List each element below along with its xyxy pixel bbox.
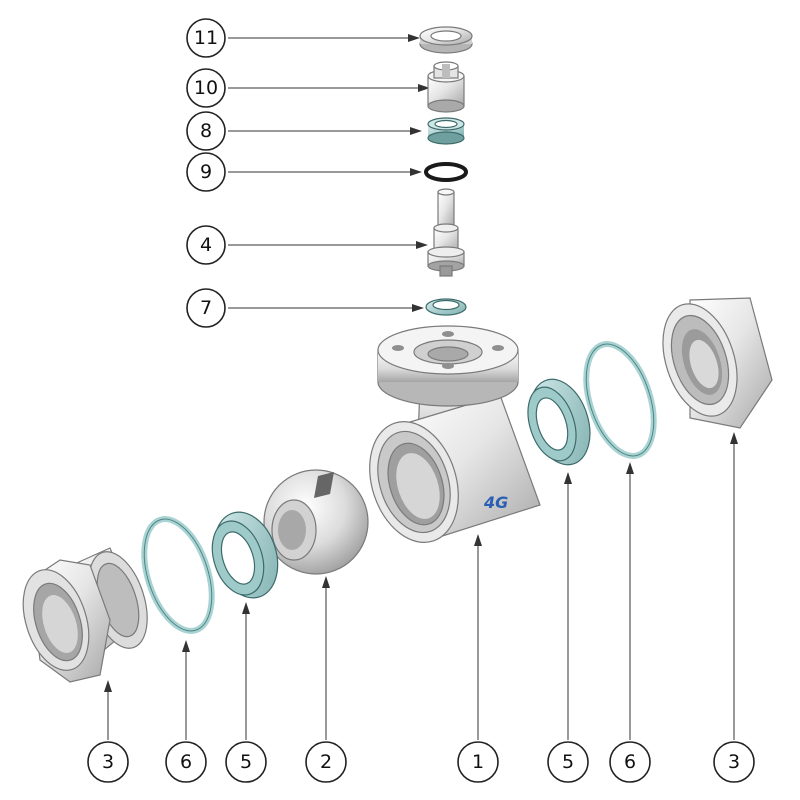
leader-lines-bottom bbox=[104, 432, 738, 740]
callout-1: 1 bbox=[457, 741, 499, 783]
svg-text:5: 5 bbox=[240, 751, 252, 773]
part-4-stem bbox=[427, 188, 465, 277]
svg-text:2: 2 bbox=[320, 751, 332, 773]
callout-3-left: 3 bbox=[87, 741, 129, 783]
callout-6-left: 6 bbox=[165, 741, 207, 783]
svg-text:9: 9 bbox=[200, 161, 212, 183]
part-6-gasket-left bbox=[141, 516, 215, 634]
part-5-seat-left bbox=[211, 511, 279, 599]
part-2-ball bbox=[263, 469, 369, 575]
callout-10: 10 bbox=[186, 68, 226, 108]
callout-6-right: 6 bbox=[609, 741, 651, 783]
part-11-stem-nut bbox=[419, 26, 473, 54]
part-3-end-connector-right bbox=[662, 297, 773, 429]
callout-8: 8 bbox=[186, 111, 226, 151]
svg-text:10: 10 bbox=[194, 77, 218, 99]
svg-text:3: 3 bbox=[102, 751, 114, 773]
callout-3-right: 3 bbox=[713, 741, 755, 783]
leader-lines-top bbox=[228, 34, 430, 312]
part-5-seat-right bbox=[527, 378, 591, 466]
svg-text:3: 3 bbox=[728, 751, 740, 773]
svg-text:8: 8 bbox=[200, 120, 212, 142]
body-logo: 4G bbox=[483, 493, 508, 512]
callout-9: 9 bbox=[186, 152, 226, 192]
callout-5-left: 5 bbox=[225, 741, 267, 783]
callout-5-right: 5 bbox=[547, 741, 589, 783]
svg-text:6: 6 bbox=[180, 751, 192, 773]
callout-11: 11 bbox=[186, 18, 226, 58]
callout-7: 7 bbox=[186, 288, 226, 328]
part-6-gasket-right bbox=[583, 341, 657, 459]
svg-text:1: 1 bbox=[472, 751, 484, 773]
callout-2: 2 bbox=[305, 741, 347, 783]
part-7-washer bbox=[425, 298, 467, 316]
part-1-valve-body: 4G bbox=[369, 325, 541, 543]
part-9-o-ring bbox=[424, 162, 468, 182]
part-10-gland-nut bbox=[427, 61, 465, 113]
svg-text:7: 7 bbox=[200, 297, 212, 319]
part-3-end-connector-left bbox=[22, 547, 148, 683]
svg-text:5: 5 bbox=[562, 751, 574, 773]
callout-4: 4 bbox=[186, 225, 226, 265]
svg-text:6: 6 bbox=[624, 751, 636, 773]
part-8-bushing bbox=[427, 117, 465, 145]
svg-text:11: 11 bbox=[194, 27, 218, 49]
svg-text:4: 4 bbox=[200, 234, 212, 256]
